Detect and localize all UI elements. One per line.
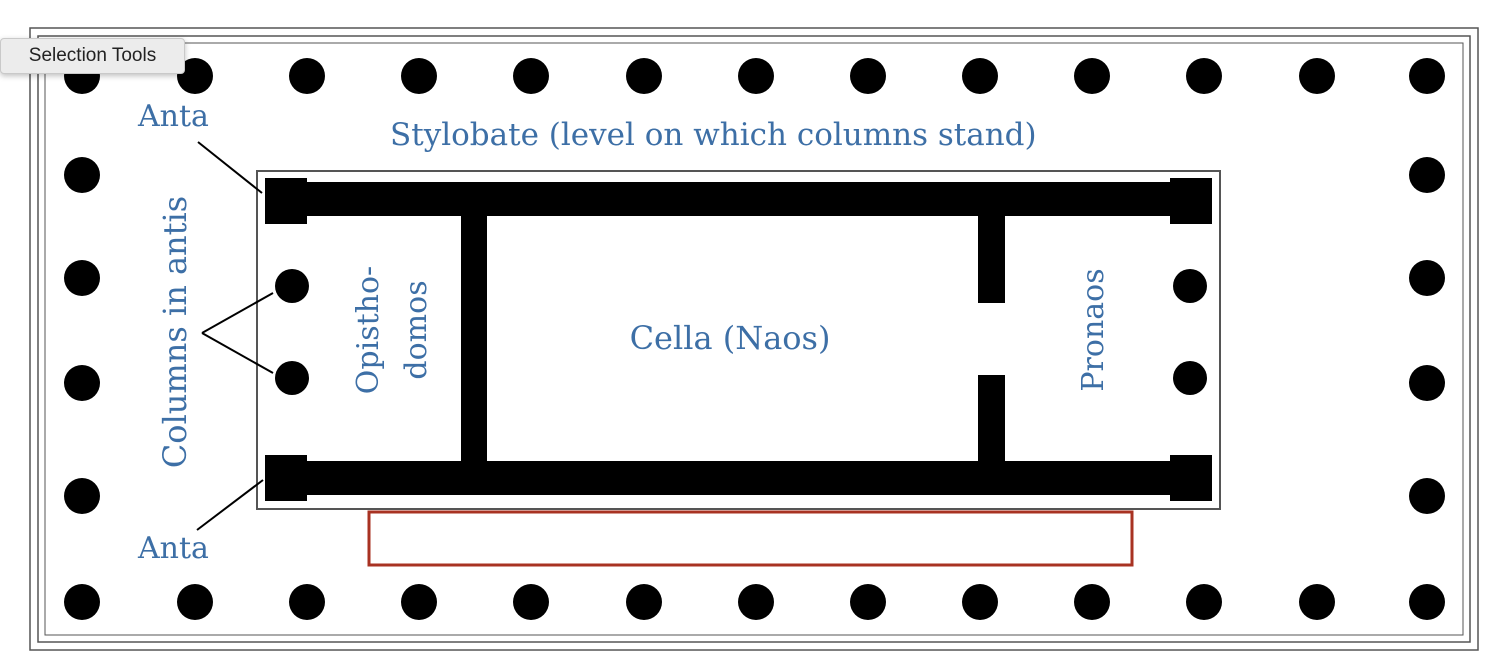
label-anta-bottom: Anta <box>137 531 209 566</box>
selection-rectangle[interactable] <box>367 510 1134 567</box>
column-dot <box>64 260 100 296</box>
column-dot <box>289 58 325 94</box>
label-anta-top: Anta <box>137 99 209 134</box>
column-dot <box>1409 584 1445 620</box>
pronaos-wall-upper <box>978 200 1005 303</box>
column-dot <box>1409 365 1445 401</box>
column-dot <box>1186 58 1222 94</box>
column-dot <box>401 58 437 94</box>
column-dot <box>1173 361 1207 395</box>
column-dot <box>626 584 662 620</box>
leader-column-upper <box>201 292 274 334</box>
column-dot <box>1074 58 1110 94</box>
column-dot <box>177 58 213 94</box>
south-wall <box>265 461 1211 495</box>
leader-lines <box>196 141 274 531</box>
peristyle-columns <box>64 58 1445 620</box>
column-dot <box>850 584 886 620</box>
column-dot <box>513 58 549 94</box>
leader-anta-bottom <box>196 479 264 531</box>
stylobate-frame <box>29 27 1479 651</box>
column-dot <box>513 584 549 620</box>
column-dot <box>64 584 100 620</box>
label-opisthodomos-line1: Opistho- <box>351 266 386 394</box>
column-dot <box>177 584 213 620</box>
anta-block-top-left <box>265 178 307 224</box>
column-dot <box>1409 260 1445 296</box>
column-dot <box>1173 269 1207 303</box>
column-dot <box>64 157 100 193</box>
label-opisthodomos-line2: domos <box>399 280 434 379</box>
column-dot <box>738 58 774 94</box>
anta-block-bottom-left <box>265 455 307 501</box>
leader-anta-top <box>197 141 263 194</box>
selection-tools-tooltip: Selection Tools <box>0 38 185 74</box>
north-wall <box>265 182 1211 216</box>
column-dot <box>1186 584 1222 620</box>
column-dot <box>850 58 886 94</box>
label-columns-in-antis: Columns in antis <box>156 196 194 468</box>
column-dot <box>962 58 998 94</box>
column-dot <box>1409 157 1445 193</box>
column-dot <box>64 478 100 514</box>
cella-walls <box>265 178 1212 501</box>
column-dot <box>289 584 325 620</box>
columns-in-antis <box>275 269 1207 395</box>
column-dot <box>64 365 100 401</box>
label-stylobate: Stylobate (level on which columns stand) <box>390 117 1037 153</box>
column-dot <box>1299 584 1335 620</box>
pronaos-wall-lower <box>978 375 1005 475</box>
column-dot <box>275 361 309 395</box>
anta-block-bottom-right <box>1170 455 1212 501</box>
label-pronaos: Pronaos <box>1076 268 1111 391</box>
column-dot <box>1409 58 1445 94</box>
column-dot <box>626 58 662 94</box>
opisthodomos-wall <box>461 200 487 480</box>
leader-column-lower <box>201 332 274 374</box>
column-dot <box>1409 478 1445 514</box>
column-dot <box>275 269 309 303</box>
anta-block-top-right <box>1170 178 1212 224</box>
column-dot <box>1074 584 1110 620</box>
column-dot <box>962 584 998 620</box>
column-dot <box>1299 58 1335 94</box>
column-dot <box>401 584 437 620</box>
column-dot <box>738 584 774 620</box>
label-cella: Cella (Naos) <box>630 319 831 357</box>
cella-outline <box>256 170 1221 510</box>
